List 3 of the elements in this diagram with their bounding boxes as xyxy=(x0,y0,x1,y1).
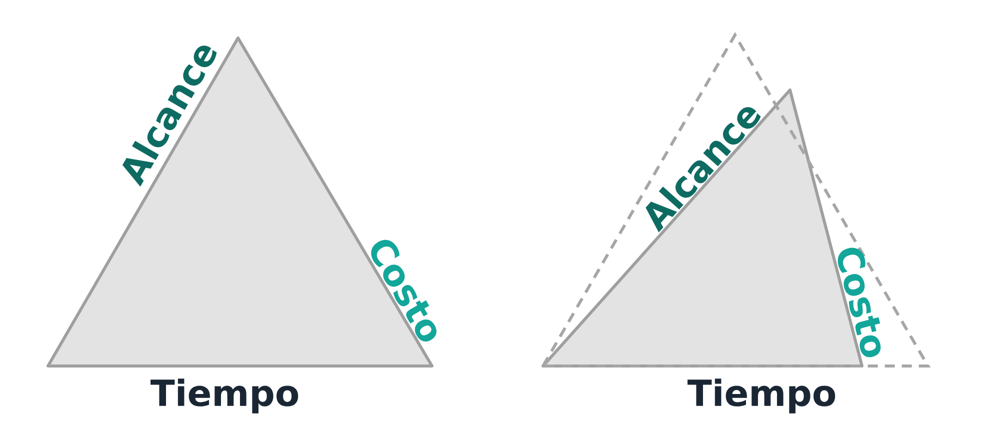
side-label: Costo xyxy=(838,248,881,358)
side-label: Tiempo xyxy=(150,378,298,414)
side-label: Tiempo xyxy=(688,378,836,414)
